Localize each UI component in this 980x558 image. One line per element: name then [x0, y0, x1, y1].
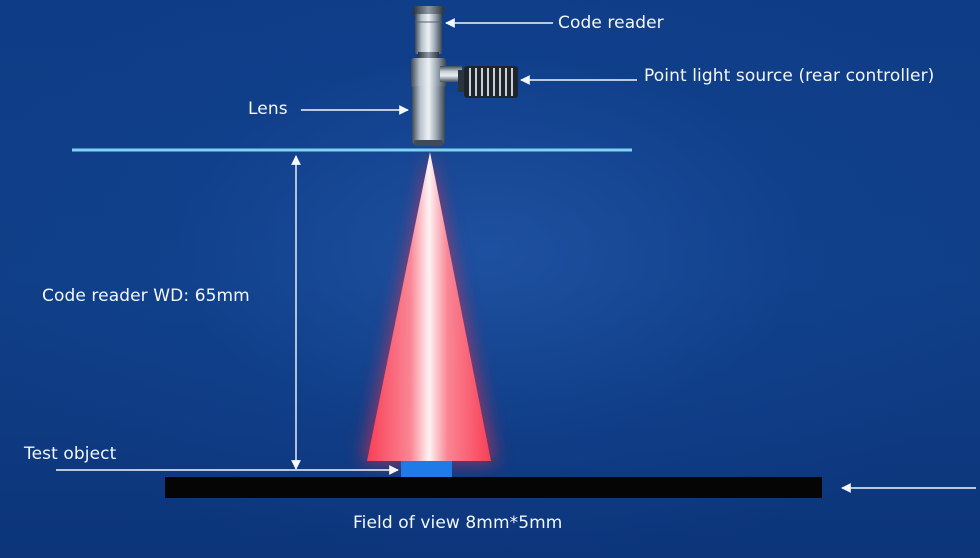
lens-label: Lens — [248, 99, 288, 119]
code-reader-device — [411, 6, 462, 146]
field-of-view-label: Field of view 8mm*5mm — [353, 513, 563, 533]
point-light-device — [458, 66, 518, 98]
light-beam — [362, 152, 496, 463]
point-light-label: Point light source (rear controller) — [644, 66, 935, 86]
code-reader-label: Code reader — [558, 13, 664, 33]
stage-platform — [165, 477, 822, 498]
working-distance-label: Code reader WD: 65mm — [42, 286, 250, 306]
test-object-label: Test object — [24, 444, 117, 464]
test-object-target — [401, 461, 452, 478]
